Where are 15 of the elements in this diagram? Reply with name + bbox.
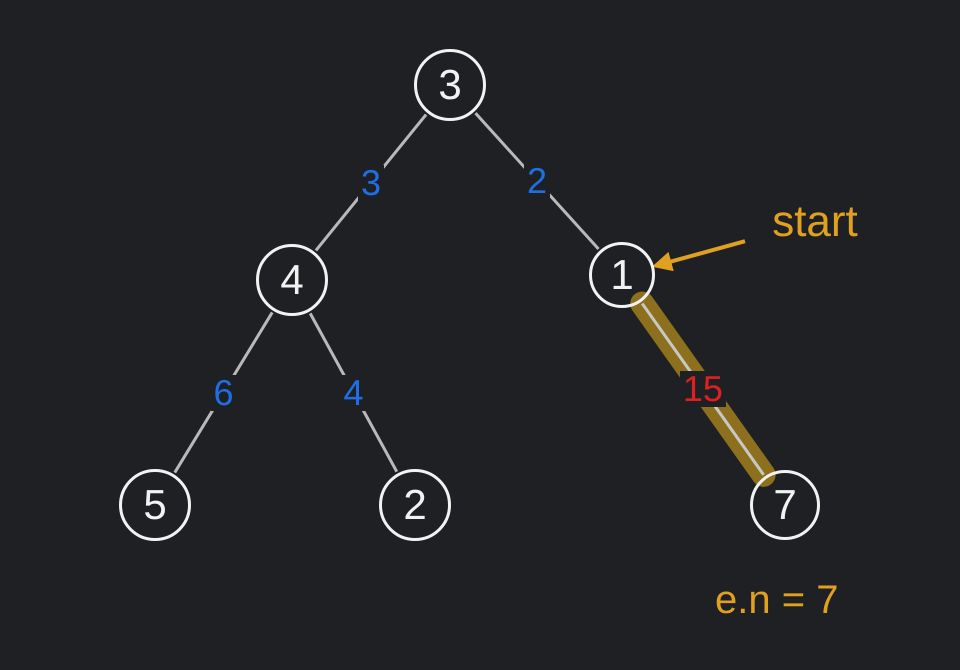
- tree-node-circle: 5: [119, 469, 191, 541]
- edge-label: 4: [340, 374, 367, 410]
- edge-label: 2: [524, 163, 550, 200]
- edge-label: 15: [680, 371, 726, 408]
- start-label: start: [745, 194, 885, 250]
- pointer-arrow: [652, 239, 746, 272]
- tree-node-circle: 1: [589, 242, 655, 308]
- node-note: e.n = 7: [715, 578, 838, 623]
- edge-label: 6: [210, 374, 237, 410]
- tree-node-circle: 7: [750, 470, 820, 540]
- edge-label: 3: [358, 164, 384, 200]
- tree-node-circle: 2: [379, 469, 451, 541]
- tree-edge: [630, 292, 776, 487]
- tree-node-circle: 3: [414, 49, 486, 121]
- tree-node-circle: 4: [256, 244, 328, 316]
